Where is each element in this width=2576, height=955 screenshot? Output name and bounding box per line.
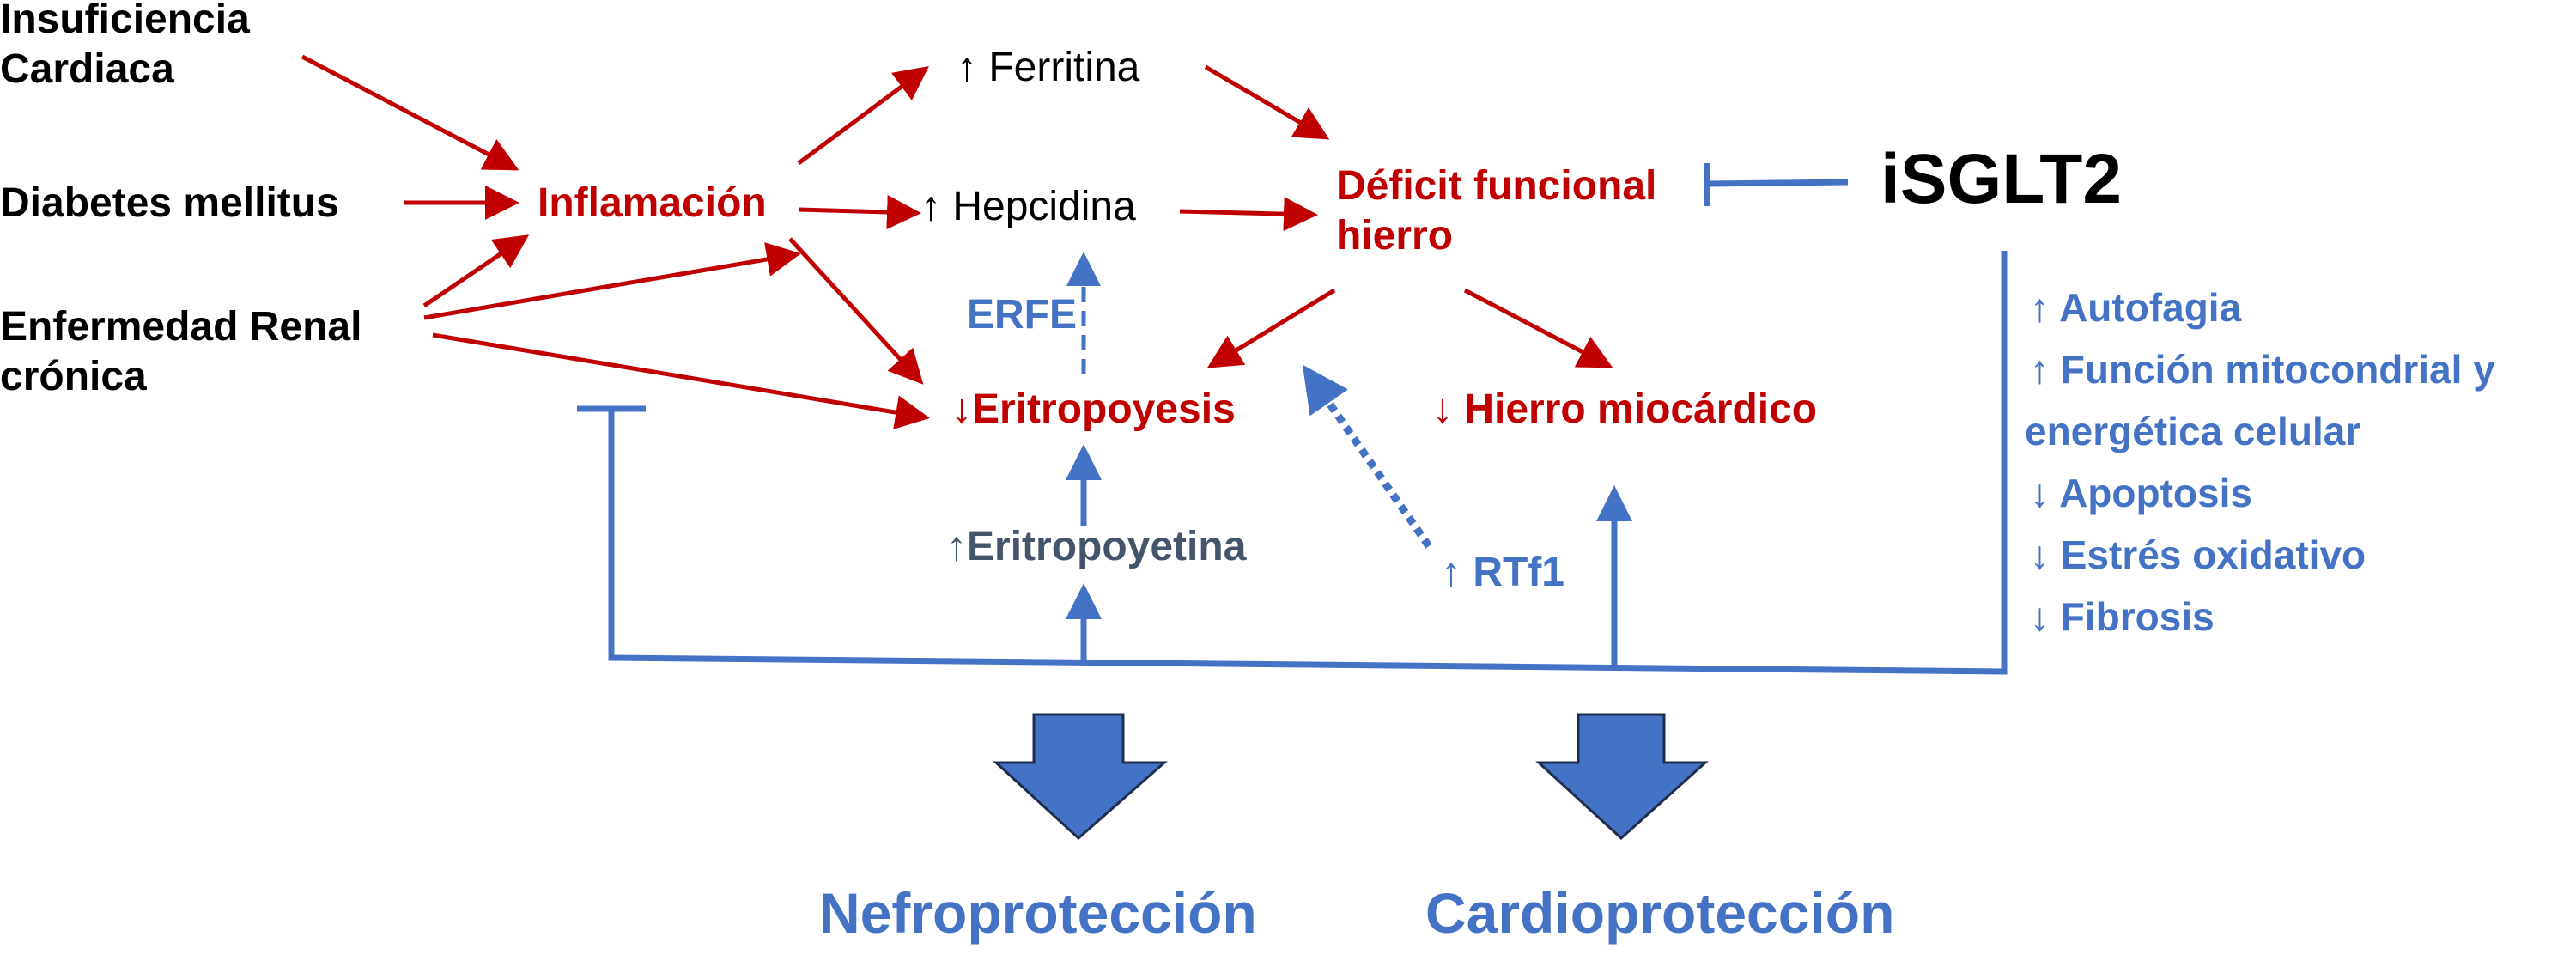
drug-isglt2: iSGLT2 <box>1880 140 2122 218</box>
cause-insuficiencia-line1: Insuficiencia <box>0 0 250 42</box>
arrow-enfermedad-to-inflamacion <box>422 234 530 308</box>
outcome-cardioproteccion: Cardioprotección <box>1425 881 1895 945</box>
outcome-nefroproteccion: Nefroprotección <box>819 881 1257 945</box>
effect-apoptosis: ↓ Apoptosis <box>2030 471 2252 515</box>
node-ferritina: ↑ Ferritina <box>957 45 1140 90</box>
cause-insuficiencia-line2: Cardiaca <box>0 46 174 92</box>
isglt2-bracket-connector <box>577 251 2008 675</box>
effect-energetica-celular: energética celular <box>2025 409 2361 453</box>
cause-diabetes: Diabetes mellitus <box>0 180 339 226</box>
effect-fibrosis: ↓ Fibrosis <box>2030 594 2215 639</box>
arrow-inflamacion-to-ferritina <box>797 66 930 166</box>
node-erfe: ERFE <box>967 292 1078 338</box>
outcome-arrow-nefro <box>993 713 1168 841</box>
node-hepcidina: ↑ Hepcidina <box>920 184 1136 229</box>
arrow-ferritina-to-deficit <box>1204 64 1330 140</box>
node-rtf1: ↑ RTf1 <box>1441 550 1564 595</box>
inhibition-isglt2-to-deficit <box>1704 163 1849 206</box>
cause-insuficiencia-cardiaca: Insuficiencia Cardiaca <box>0 0 250 94</box>
node-deficit-hierro: Déficit funcional hierro <box>1336 161 1656 260</box>
arrow-enfermedad-to-eritropoyesis <box>432 332 930 429</box>
arrow-inflamacion-to-eritropoyesis <box>788 237 924 385</box>
outcome-arrow-cardio <box>1535 713 1709 841</box>
effect-autofagia: ↑ Autofagia <box>2030 285 2242 330</box>
arrow-deficit-to-hierro-miocardico <box>1463 288 1613 368</box>
arrow-deficit-to-eritropoyesis <box>1206 288 1336 368</box>
node-deficit-line2: hierro <box>1336 212 1454 259</box>
node-eritropoyesis: ↓Eritropoyesis <box>951 386 1236 432</box>
node-hierro-miocardico: ↓ Hierro miocárdico <box>1432 386 1818 432</box>
arrow-inflamacion-to-hepcidina <box>798 194 921 229</box>
arrow-hepcidina-to-deficit <box>1179 197 1318 232</box>
cause-enfermedad-line1: Enfermedad Renal <box>0 304 362 350</box>
node-inflamacion: Inflamación <box>538 180 767 226</box>
node-eritropoyetina: ↑Eritropoyetina <box>946 524 1247 569</box>
effect-funcion-mitocondrial: ↑ Función mitocondrial y <box>2030 347 2495 392</box>
effects-list: ↑ Autofagia ↑ Función mitocondrial y ene… <box>2025 277 2495 648</box>
arrow-insuficiencia-to-inflamacion <box>301 54 519 171</box>
arrow-enfermedad-to-hepcidina <box>423 242 801 320</box>
cause-enfermedad-renal: Enfermedad Renal crónica <box>0 302 361 401</box>
arrow-rtf1-to-eritropoyesis <box>1302 364 1432 549</box>
node-deficit-line1: Déficit funcional <box>1336 163 1657 209</box>
effect-estres-oxidativo: ↓ Estrés oxidativo <box>2030 532 2366 577</box>
cause-enfermedad-line2: crónica <box>0 353 147 399</box>
